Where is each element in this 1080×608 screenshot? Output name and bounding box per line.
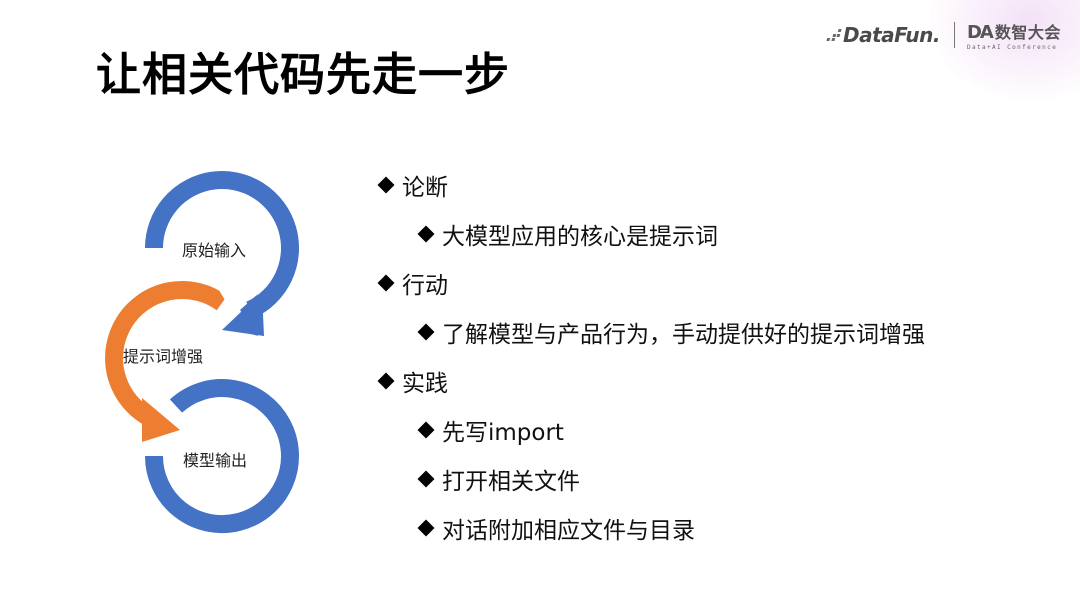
- diamond-bullet-icon: [417, 323, 435, 340]
- bullet-text: 打开相关文件: [442, 468, 580, 495]
- bullet-item: 了解模型与产品行为，手动提供好的提示词增强: [376, 307, 925, 356]
- cycle-step-label: 模型输出: [183, 451, 248, 470]
- diamond-bullet-icon: [377, 176, 395, 193]
- arrow-middle-orange-icon: [105, 281, 228, 442]
- diamond-bullet-icon: [417, 519, 435, 536]
- cycle-arrows-graphic: [105, 171, 299, 534]
- bullet-text: 论断: [402, 174, 448, 201]
- bullet-item: 大模型应用的核心是提示词: [376, 209, 925, 258]
- diamond-bullet-icon: [377, 372, 395, 389]
- cycle-step-label: 原始输入: [182, 241, 247, 260]
- bullet-text: 先写import: [442, 419, 564, 446]
- bullet-text: 实践: [402, 370, 448, 397]
- datafun-dots-icon: [826, 29, 842, 41]
- bullet-item: 论断: [376, 160, 925, 209]
- diamond-bullet-icon: [417, 470, 435, 487]
- bullet-list: 论断 大模型应用的核心是提示词 行动 了解模型与产品行为，手动提供好的提示词增强…: [376, 160, 925, 552]
- cycle-step-label: 提示词增强: [123, 347, 204, 366]
- bullet-item: 实践: [376, 356, 925, 405]
- conference-name: 数智大会: [994, 23, 1061, 42]
- bullet-text: 行动: [402, 272, 448, 299]
- bullet-item: 打开相关文件: [376, 454, 925, 503]
- arrow-top-blue-icon: [145, 171, 299, 336]
- datafun-logo: DataFun.: [826, 23, 940, 47]
- datafun-logo-text: DataFun.: [843, 23, 940, 47]
- bullet-text: 大模型应用的核心是提示词: [442, 223, 718, 250]
- cycle-diagram: 原始输入 提示词增强 模型输出: [80, 160, 320, 550]
- header-logos: DataFun. DA 数智大会 Data+AI Conference: [826, 18, 1061, 52]
- bullet-item: 对话附加相应文件与目录: [376, 503, 925, 552]
- diamond-bullet-icon: [417, 421, 435, 438]
- bullet-item: 行动: [376, 258, 925, 307]
- conference-subtitle: Data+AI Conference: [966, 44, 1058, 51]
- diamond-bullet-icon: [417, 225, 435, 242]
- bullet-item: 先写import: [376, 405, 925, 454]
- da-mark: DA: [966, 22, 994, 43]
- arrow-bottom-blue-icon: [145, 379, 299, 534]
- da-conference-logo: DA 数智大会 Data+AI Conference: [967, 19, 1061, 51]
- bullet-text: 对话附加相应文件与目录: [442, 517, 695, 544]
- bullet-text: 了解模型与产品行为，手动提供好的提示词增强: [442, 321, 925, 348]
- slide-title: 让相关代码先走一步: [96, 48, 511, 101]
- diamond-bullet-icon: [377, 274, 395, 291]
- logo-divider: [953, 22, 955, 48]
